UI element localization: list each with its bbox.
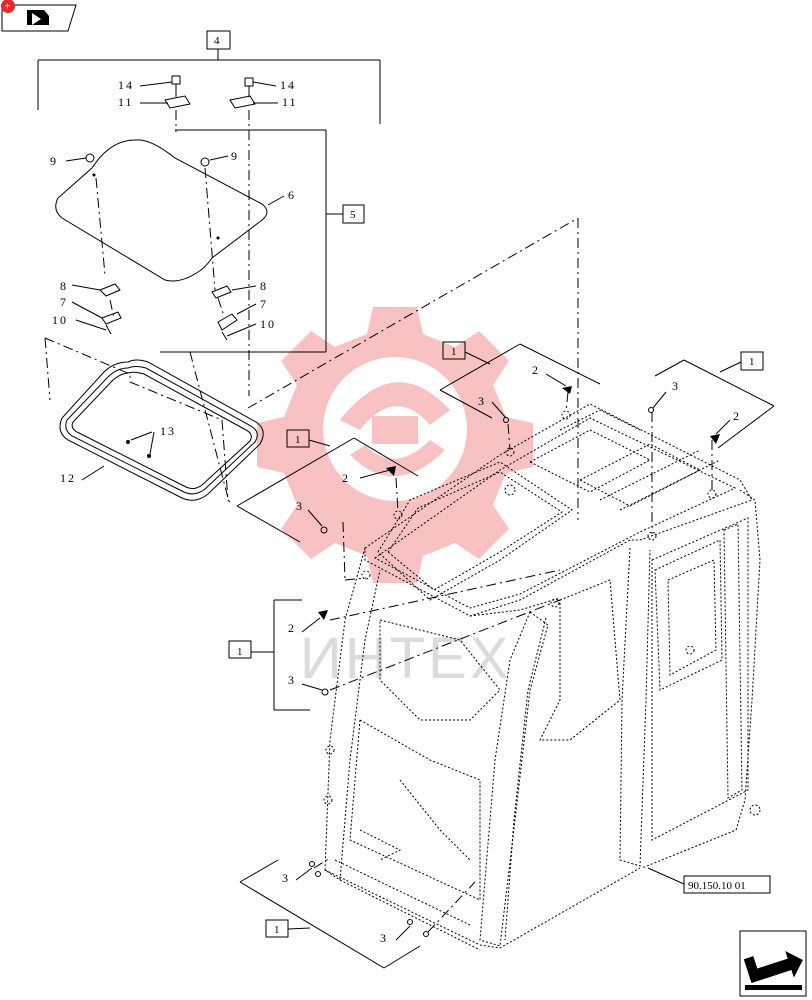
bracket-parts xyxy=(71,283,257,341)
label-7-right: 7 xyxy=(260,297,268,311)
roof-panel xyxy=(55,139,285,282)
label-11-right: 11 xyxy=(282,95,298,109)
callout-5-bracket xyxy=(160,129,365,353)
watermark-text: ИНТЕХ xyxy=(300,626,511,691)
window-seal xyxy=(44,337,264,503)
label-14-right: 14 xyxy=(280,78,296,92)
cab-body xyxy=(323,403,761,951)
label-8-left: 8 xyxy=(60,279,68,293)
callout-1-left-bracket xyxy=(236,429,419,543)
callout-1-top-bracket xyxy=(439,341,601,423)
callout-1-bottom-bracket xyxy=(239,859,429,969)
callout-1-right: 1 xyxy=(749,356,755,368)
callout-4: 4 xyxy=(214,35,220,47)
reference-box xyxy=(647,867,771,894)
label-2-top: 2 xyxy=(532,363,540,377)
label-3-left: 3 xyxy=(296,499,304,513)
label-3-right: 3 xyxy=(672,379,680,393)
label-3-bottom-right: 3 xyxy=(380,931,388,945)
label-3-top: 3 xyxy=(478,394,486,408)
callout-4-bracket xyxy=(37,30,381,124)
label-2-left: 2 xyxy=(342,471,350,485)
callout-1-right-bracket xyxy=(648,351,775,449)
callout-1-left: 1 xyxy=(295,434,301,446)
label-3-bottom-left: 3 xyxy=(282,871,290,885)
reference-code: 90.150.10 01 xyxy=(688,880,746,892)
callout-1-mid-bracket xyxy=(228,599,329,711)
clip-parts xyxy=(139,75,278,109)
label-11-left: 11 xyxy=(118,95,134,109)
label-14-left: 14 xyxy=(118,78,134,92)
next-page-icon[interactable] xyxy=(739,930,807,997)
label-3-mid: 3 xyxy=(288,673,296,687)
callout-1-top: 1 xyxy=(451,346,457,358)
label-13: 13 xyxy=(160,424,176,438)
label-10-right: 10 xyxy=(260,317,276,331)
label-10-left: 10 xyxy=(52,313,68,327)
label-9-right: 9 xyxy=(231,149,239,163)
label-12: 12 xyxy=(60,471,76,485)
label-2-right: 2 xyxy=(733,409,741,423)
label-2-mid: 2 xyxy=(288,621,296,635)
label-9-left: 9 xyxy=(50,154,58,168)
callout-5: 5 xyxy=(350,209,356,221)
label-6: 6 xyxy=(288,188,296,202)
svg-text:+: + xyxy=(5,2,11,13)
prev-page-icon[interactable]: + xyxy=(1,0,77,32)
callout-1-bottom: 1 xyxy=(274,924,280,936)
callout-1-mid: 1 xyxy=(237,646,243,658)
label-8-right: 8 xyxy=(260,279,268,293)
label-7-left: 7 xyxy=(60,295,68,309)
